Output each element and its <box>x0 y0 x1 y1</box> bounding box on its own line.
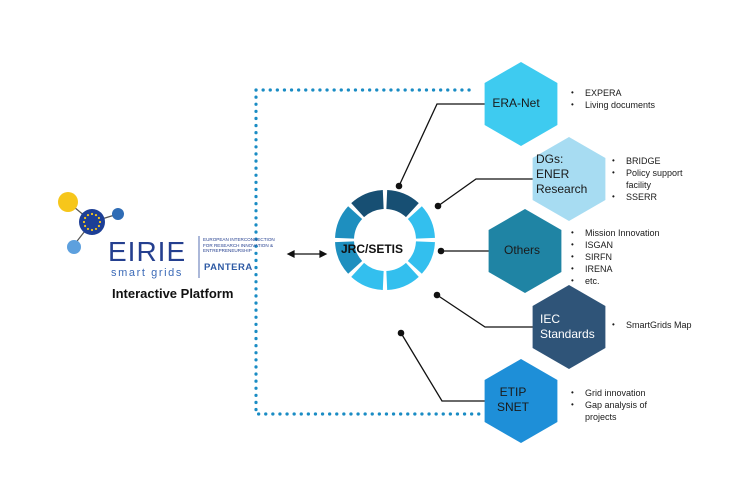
list-item: Grid innovation <box>571 387 661 399</box>
hex-label-line: IEC <box>540 312 561 326</box>
dotted-frame <box>254 88 483 416</box>
hex-label-line: DGs: <box>536 152 564 166</box>
eu-stars-icon <box>82 212 102 232</box>
connector-dgs <box>437 178 536 207</box>
list-item: SSERR <box>612 191 702 203</box>
eu-flag-icon <box>79 209 105 235</box>
bullet-list-iec: SmartGrids Map <box>612 319 722 331</box>
hexagon-iec-standards <box>532 285 606 369</box>
connector-dot <box>397 329 405 337</box>
platform-caption: Interactive Platform <box>112 286 234 301</box>
logo-tagline-line: FOR RESEARCH INNOVATION & <box>203 242 274 248</box>
hexagon-era-net <box>484 62 558 146</box>
eu-star-icon <box>90 212 94 216</box>
list-item: IRENA <box>571 263 691 275</box>
eu-star-icon <box>82 220 86 224</box>
eu-star-icon <box>83 216 87 220</box>
hub-ring-segment <box>335 206 363 239</box>
hexagon-etip-snet <box>484 359 558 443</box>
hex-label-line: ETIP <box>499 385 527 399</box>
hex-label-era-net: ERA-Net <box>486 96 546 111</box>
list-item: Mission Innovation <box>571 227 691 239</box>
hex-label-etip: ETIP SNET <box>488 385 538 415</box>
eu-star-icon <box>86 213 90 217</box>
logo-tagline: EUROPEAN INTERCONNECTION FOR RESEARCH IN… <box>203 237 275 254</box>
connector-dot <box>433 291 441 299</box>
double-arrow-icon <box>286 250 328 258</box>
bullet-list-others: Mission Innovation ISGAN SIRFN IRENA etc… <box>571 227 691 287</box>
bullet-list-dgs: BRIDGE Policy support facility SSERR <box>612 155 702 203</box>
hex-label-dgs: DGs: ENER Research <box>536 152 596 197</box>
connector-dot <box>395 182 403 190</box>
list-item: EXPERA <box>571 87 691 99</box>
bullet-list-era-net: EXPERA Living documents <box>571 87 691 111</box>
eu-star-icon <box>86 227 90 231</box>
connector-era-net <box>398 103 496 187</box>
logo-tagline-line: EUROPEAN INTERCONNECTION <box>203 237 275 242</box>
eu-star-icon <box>97 224 101 228</box>
list-item: SmartGrids Map <box>612 319 722 331</box>
list-item: Policy support facility <box>612 167 702 191</box>
logo-wordmark: EIRIE <box>108 236 187 267</box>
eu-star-icon <box>94 213 98 217</box>
hexagon-dgs <box>532 137 606 221</box>
connectors <box>398 103 536 402</box>
hub-ring-segment <box>407 206 435 239</box>
list-item: Living documents <box>571 99 691 111</box>
hub-ring-segment <box>407 241 435 274</box>
hex-label-iec: IEC Standards <box>540 312 606 342</box>
hub-ring-segment <box>335 241 363 274</box>
eu-star-icon <box>97 216 101 220</box>
hex-label-others: Others <box>492 243 552 258</box>
list-item: Gap analysis of projects <box>571 399 661 423</box>
connector-etip <box>400 332 493 402</box>
eu-star-icon <box>83 224 87 228</box>
eu-star-icon <box>94 227 98 231</box>
hub-ring-segment <box>386 190 419 218</box>
hex-label-line: ENER <box>536 167 570 181</box>
eu-star-icon <box>98 220 102 224</box>
hex-label-line: ERA-Net <box>492 96 540 110</box>
atom-blue-dot <box>112 208 124 220</box>
eu-star-icon <box>90 228 94 232</box>
hex-label-line: Others <box>503 243 540 257</box>
hexagon-others <box>488 209 562 293</box>
pantera-logo: PANTERA <box>204 262 253 273</box>
connector-iec <box>436 294 536 328</box>
hex-label-line: SNET <box>496 400 529 414</box>
eirie-atom-icon <box>58 192 124 254</box>
logo-subtitle: smart grids <box>111 267 183 279</box>
atom-yellow-dot <box>58 192 78 212</box>
list-item: ISGAN <box>571 239 691 251</box>
bullet-list-etip: Grid innovation Gap analysis of projects <box>571 387 661 423</box>
hub-label: JRC/SETIS <box>340 242 403 256</box>
hexagon-group <box>484 62 606 443</box>
hub-ring <box>335 190 435 290</box>
hub-ring-segment <box>351 262 384 290</box>
hex-label-line: Research <box>536 182 588 196</box>
hub-ring-segment <box>386 262 419 290</box>
list-item: etc. <box>571 275 691 287</box>
connector-dot <box>437 247 445 255</box>
logo-tagline-line: ENTREPRENEURSHIP <box>203 248 252 254</box>
connector-dot <box>434 202 442 210</box>
atom-light-dot <box>67 240 81 254</box>
hex-label-line: Standards <box>540 327 595 341</box>
hub-ring-segment <box>351 190 384 218</box>
list-item: BRIDGE <box>612 155 702 167</box>
list-item: SIRFN <box>571 251 691 263</box>
